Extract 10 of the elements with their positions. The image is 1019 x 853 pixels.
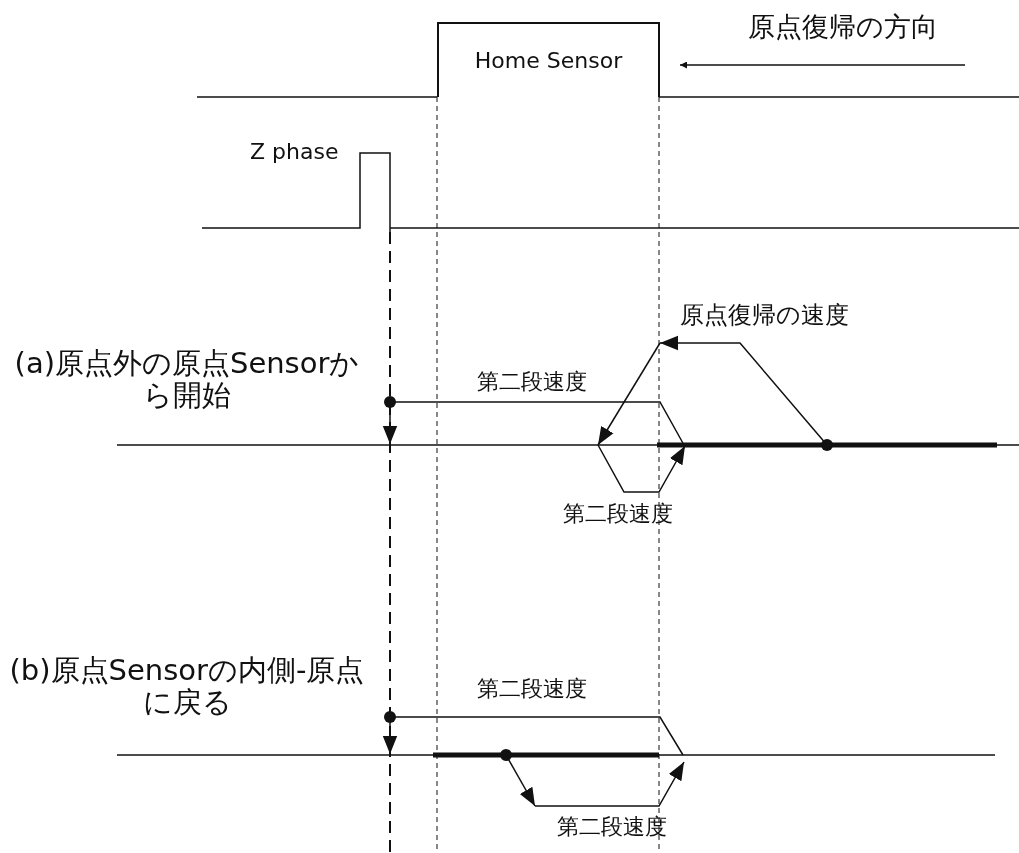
sensor-pulse-box: Home Sensor xyxy=(437,22,660,97)
direction-label: 原点復帰の方向 xyxy=(748,12,938,42)
speed-label: 第二段速度 xyxy=(563,502,673,527)
speed-label: 第二段速度 xyxy=(477,370,587,395)
speed-label: 第二段速度 xyxy=(557,815,667,840)
speed-label: 第二段速度 xyxy=(477,677,587,702)
speed-label: 原点復帰の速度 xyxy=(680,302,849,329)
case-label: (b)原点Sensorの内側-原点に戻る xyxy=(8,655,366,719)
case-label: (a)原点外の原点Sensorから開始 xyxy=(13,348,361,412)
signal-label: Z phase xyxy=(250,140,339,165)
